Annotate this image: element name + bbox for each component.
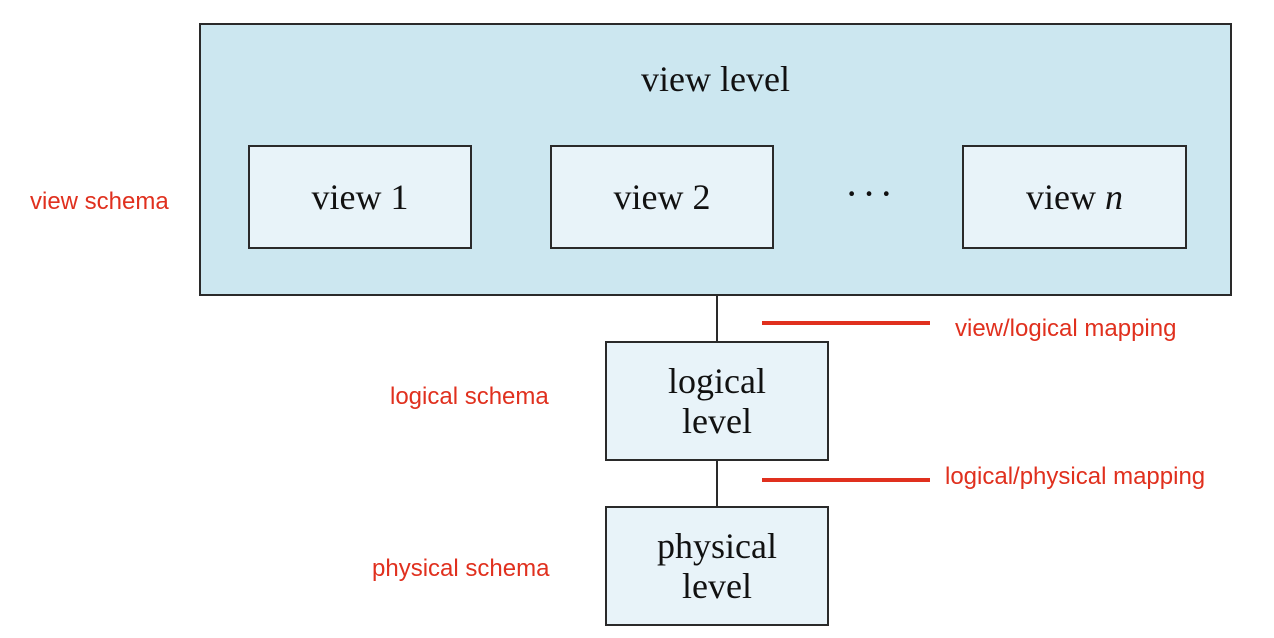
physical-level-line1: physical bbox=[657, 526, 777, 566]
physical-level-line2: level bbox=[682, 566, 752, 606]
physical-level-text: physical level bbox=[657, 526, 777, 606]
logical-level-line1: logical bbox=[668, 361, 766, 401]
view-1-label: view 1 bbox=[311, 177, 409, 217]
view-n-prefix: view bbox=[1026, 177, 1105, 217]
logical-schema-label: logical schema bbox=[390, 383, 549, 410]
logical-level-line2: level bbox=[682, 401, 752, 441]
view-n-variable: n bbox=[1104, 177, 1123, 217]
view-2-label: view 2 bbox=[613, 177, 711, 217]
logical-physical-mapping-label: logical/physical mapping bbox=[945, 463, 1206, 490]
view-2-box: view 2 bbox=[550, 145, 774, 249]
view-schema-label: view schema bbox=[30, 188, 169, 215]
logical-level-box: logical level bbox=[605, 341, 829, 461]
view-level-title: view level bbox=[641, 59, 790, 99]
logical-physical-connector bbox=[716, 461, 718, 506]
view-logical-mapping-line bbox=[762, 321, 930, 325]
physical-level-box: physical level bbox=[605, 506, 829, 626]
view-n-label: view n bbox=[1026, 176, 1123, 218]
view-1-box: view 1 bbox=[248, 145, 472, 249]
views-ellipsis: ··· bbox=[845, 171, 897, 216]
logical-physical-mapping-line bbox=[762, 478, 930, 482]
view-logical-mapping-label: view/logical mapping bbox=[955, 315, 1177, 342]
physical-schema-label: physical schema bbox=[372, 555, 550, 582]
view-n-box: view n bbox=[962, 145, 1187, 249]
view-logical-connector bbox=[716, 296, 718, 341]
logical-level-text: logical level bbox=[668, 361, 766, 441]
